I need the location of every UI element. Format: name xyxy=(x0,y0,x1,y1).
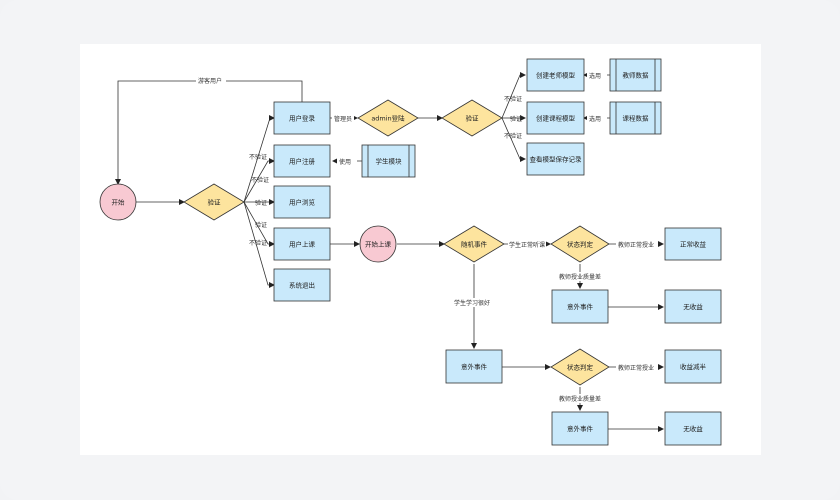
label-not-verify3: 不验证 xyxy=(249,239,267,247)
label-teacher-normal: 教师正常授业 xyxy=(618,241,654,249)
node-no-income2[interactable]: 无收益 xyxy=(664,411,722,446)
label-not-verify1: 不验证 xyxy=(249,153,267,161)
svg-text:意外事件: 意外事件 xyxy=(567,424,594,433)
svg-text:创建课程模型: 创建课程模型 xyxy=(536,114,576,123)
edge-to-register xyxy=(243,158,275,203)
node-accident1[interactable]: 意外事件 xyxy=(551,289,609,324)
label-use1: 选用 xyxy=(589,72,601,80)
label-verify-b: 验证 xyxy=(255,221,267,229)
label-teacher-quality1: 教师授业质量差 xyxy=(559,273,601,281)
node-status-judge2[interactable]: 状态判定 xyxy=(550,348,610,386)
label-teacher-good: 教师正常授业 xyxy=(618,364,654,372)
node-random-event[interactable]: 随机事件 xyxy=(443,225,505,263)
node-user-browse[interactable]: 用户浏览 xyxy=(273,185,331,219)
label-not-verify4: 不验证 xyxy=(504,95,522,103)
node-start[interactable]: 开始 xyxy=(99,183,137,221)
svg-text:用户浏览: 用户浏览 xyxy=(289,198,316,207)
node-create-course[interactable]: 创建课程模型 xyxy=(526,101,585,135)
node-user-register[interactable]: 用户注册 xyxy=(273,144,331,178)
node-admin-diamond[interactable]: admin登陆 xyxy=(357,99,419,137)
svg-text:验证: 验证 xyxy=(208,198,222,207)
label-visitor: 游客用户 xyxy=(198,77,222,85)
svg-text:验证: 验证 xyxy=(466,114,480,123)
svg-text:admin登陆: admin登陆 xyxy=(371,114,405,123)
svg-text:无收益: 无收益 xyxy=(683,302,703,311)
label-use2: 选用 xyxy=(589,115,601,123)
flowchart: 游客用户 不验证 不验证 验证 验证 不验证 管理员 不验证 验证 不验证 选用… xyxy=(99,58,722,446)
svg-text:用户上课: 用户上课 xyxy=(289,240,316,249)
node-income-half[interactable]: 收益减半 xyxy=(664,349,722,384)
node-course-data[interactable]: 课程数据 xyxy=(609,101,662,135)
edge-to-login xyxy=(243,115,275,203)
node-start-class[interactable]: 开始上课 xyxy=(359,225,397,263)
svg-text:开始上课: 开始上课 xyxy=(365,240,392,249)
label-student-learn: 学生学习很好 xyxy=(454,299,490,307)
svg-text:教师数据: 教师数据 xyxy=(623,71,650,80)
label-use3: 使用 xyxy=(339,158,351,166)
svg-text:意外事件: 意外事件 xyxy=(461,362,488,371)
svg-text:状态判定: 状态判定 xyxy=(567,363,594,372)
label-teacher-quality2: 教师授业质量差 xyxy=(559,395,601,403)
svg-text:意外事件: 意外事件 xyxy=(567,302,594,311)
label-verify-a: 验证 xyxy=(255,199,267,207)
svg-text:随机事件: 随机事件 xyxy=(461,240,488,249)
node-no-income1[interactable]: 无收益 xyxy=(664,289,722,324)
svg-text:查看模型保存记录: 查看模型保存记录 xyxy=(530,155,583,164)
label-manager: 管理员 xyxy=(334,115,352,123)
svg-text:收益减半: 收益减半 xyxy=(680,362,707,371)
node-create-teacher[interactable]: 创建老师模型 xyxy=(526,58,585,92)
label-student-take: 学生正常听课 xyxy=(509,241,545,249)
label-not-verify5: 不验证 xyxy=(504,132,522,140)
node-accident-mid[interactable]: 意外事件 xyxy=(445,349,503,384)
node-accident2[interactable]: 意外事件 xyxy=(551,411,609,446)
svg-text:创建老师模型: 创建老师模型 xyxy=(536,71,576,80)
label-verify-c: 验证 xyxy=(510,115,522,123)
edge-v2-teacher xyxy=(501,72,526,119)
node-teacher-data[interactable]: 教师数据 xyxy=(609,58,662,92)
node-normal-income[interactable]: 正常收益 xyxy=(664,227,722,261)
node-user-upload[interactable]: 用户上课 xyxy=(273,227,331,261)
diagram-canvas: 游客用户 不验证 不验证 验证 验证 不验证 管理员 不验证 验证 不验证 选用… xyxy=(80,44,761,455)
edge-to-upload xyxy=(243,201,275,247)
svg-text:用户注册: 用户注册 xyxy=(289,157,316,166)
node-system-exit[interactable]: 系统退出 xyxy=(273,268,331,302)
edge-to-exit xyxy=(243,201,275,288)
node-user-login[interactable]: 用户登录 xyxy=(273,101,331,135)
svg-text:系统退出: 系统退出 xyxy=(289,281,315,290)
svg-text:用户登录: 用户登录 xyxy=(289,114,316,123)
node-verify2-diamond[interactable]: 验证 xyxy=(441,99,503,137)
svg-text:正常收益: 正常收益 xyxy=(680,240,707,249)
node-view-manage[interactable]: 查看模型保存记录 xyxy=(526,142,585,176)
svg-text:课程数据: 课程数据 xyxy=(623,114,650,123)
label-not-verify2: 不验证 xyxy=(251,176,269,184)
node-status-judge1[interactable]: 状态判定 xyxy=(550,225,610,263)
svg-text:状态判定: 状态判定 xyxy=(567,240,594,249)
node-verify-diamond[interactable]: 验证 xyxy=(183,183,245,221)
node-student-data[interactable]: 学生模块 xyxy=(361,144,416,178)
edge-v2-view xyxy=(501,117,526,162)
svg-text:无收益: 无收益 xyxy=(683,424,703,433)
svg-text:开始: 开始 xyxy=(112,198,126,207)
svg-text:学生模块: 学生模块 xyxy=(376,157,403,166)
